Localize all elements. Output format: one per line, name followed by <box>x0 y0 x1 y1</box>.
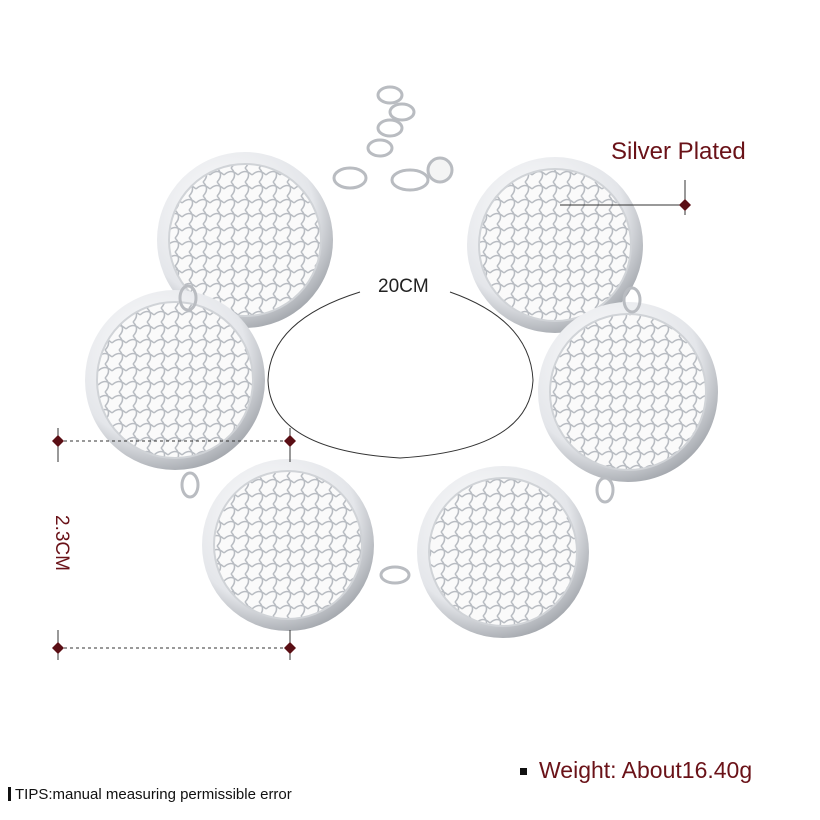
medallion <box>538 302 718 482</box>
weight-label: Weight: About16.40g <box>520 757 752 784</box>
bullet-icon <box>520 768 527 776</box>
tips-label: TIPS:manual measuring permissible error <box>8 786 292 803</box>
weight-text: Weight: About16.40g <box>539 757 753 783</box>
marker-icons <box>52 199 691 654</box>
bar-icon <box>8 787 11 801</box>
length-label: 20CM <box>378 276 429 297</box>
medallion <box>417 466 589 638</box>
medallion <box>157 152 333 328</box>
medallion <box>202 459 374 631</box>
tips-text: TIPS:manual measuring permissible error <box>15 786 292 803</box>
medallion <box>467 157 643 333</box>
material-label: Silver Plated <box>611 138 746 165</box>
links <box>178 284 642 585</box>
chain-extender <box>332 85 454 192</box>
medallion <box>85 290 265 470</box>
medallions <box>85 152 718 638</box>
diameter-label: 2.3CM <box>51 515 72 571</box>
measurement-annotations <box>57 180 690 660</box>
